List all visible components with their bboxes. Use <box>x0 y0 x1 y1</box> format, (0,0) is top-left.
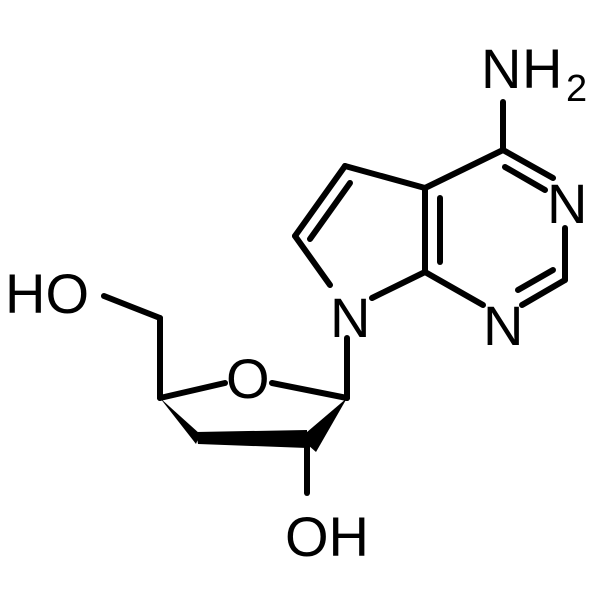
wedge-c1prime-c2prime <box>300 398 347 452</box>
bond-n1-c7a <box>422 269 486 308</box>
label-ring-n-upper: N <box>547 172 587 235</box>
bond-c4-n3 <box>500 147 556 181</box>
bond-c6-n7 <box>292 233 333 288</box>
label-hydroxyl-bottom: OH <box>285 505 369 568</box>
bond-c4-n3-inner <box>502 164 548 193</box>
bond-c5prime-o5prime <box>101 293 163 321</box>
label-amine-subscript: 2 <box>566 68 587 110</box>
label-ring-n-lower: N <box>483 294 523 357</box>
label-amine-h: H <box>522 37 562 100</box>
bond-o4prime-c4prime <box>157 380 228 401</box>
bond-c4a-c4 <box>422 147 506 191</box>
bond-c5-c6-inner <box>307 180 353 242</box>
label-amine-n: N <box>481 37 521 100</box>
bond-c2-n1 <box>519 277 568 308</box>
bond-c5-c6 <box>292 163 348 239</box>
bond-c1prime-o4prime <box>269 380 350 401</box>
wedge-c3prime-c2prime <box>196 430 307 448</box>
label-ring-n-pyrrole: N <box>330 286 370 349</box>
label-hydroxyl-left: HO <box>5 262 89 325</box>
bond-n7-c7a <box>369 269 428 301</box>
bond-c2-n1-inner <box>515 267 556 293</box>
bond-c4a-c5 <box>342 163 428 191</box>
wedge-c4prime-c3prime <box>160 398 200 444</box>
label-ring-oxygen: O <box>226 347 270 410</box>
